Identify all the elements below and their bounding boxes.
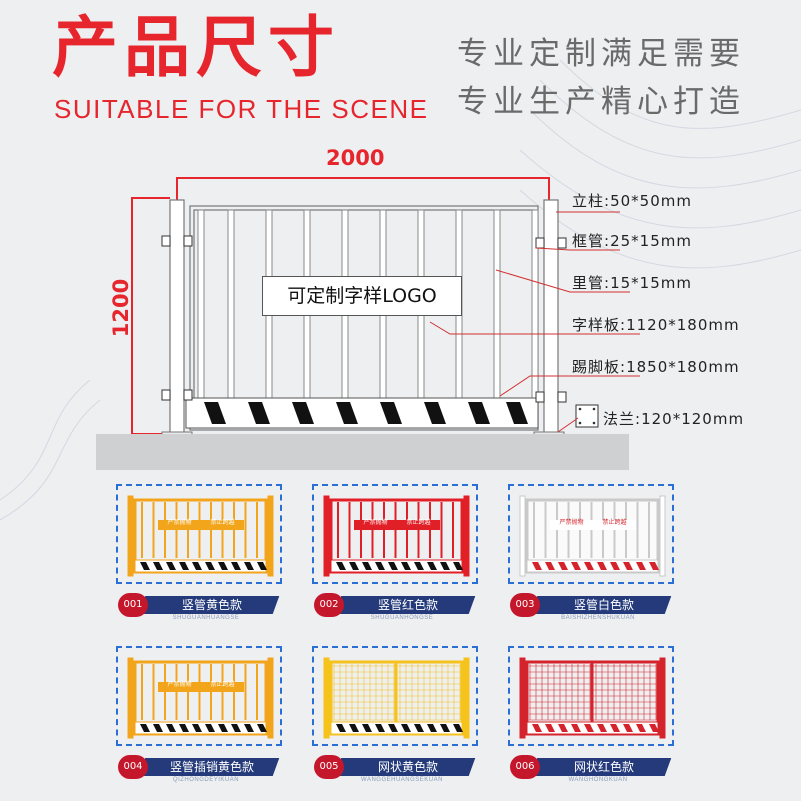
variant-fence-icon xyxy=(127,657,274,739)
ground-slab xyxy=(96,434,629,470)
variant-pinyin: SHUGUANHONGSE xyxy=(370,615,434,621)
variant-number-badge: 001 xyxy=(118,593,148,617)
variant-label: 竖管插销黄色款 xyxy=(169,760,254,774)
variant-sign-text: 严禁抛物 禁止跨越 xyxy=(158,680,244,690)
variant-pinyin: SHUGUANHUANGSE xyxy=(172,615,240,621)
variant-label: 竖管红色款 xyxy=(377,598,438,612)
variant-pinyin: QIZHONGDEYIKUAN xyxy=(172,777,240,783)
variant-sign-text-left: 严禁抛物 xyxy=(559,519,584,526)
variant-pinyin: WANGGEHUANGSEKUAN xyxy=(361,777,443,783)
variant-frame: 严禁抛物 禁止跨越 xyxy=(116,646,282,746)
spec-post: 立柱:50*50mm xyxy=(572,192,692,210)
variant-pinyin: BAISHIZHENSHUKUAN xyxy=(561,615,635,621)
variant-label: 网状黄色款 xyxy=(377,760,438,774)
variant-label-pill: 竖管插销黄色款 004 xyxy=(118,755,280,779)
spec-kickboard: 踢脚板:1850*180mm xyxy=(572,358,740,376)
variant-label: 网状红色款 xyxy=(573,760,634,774)
variant-frame xyxy=(508,646,674,746)
variant-fence-icon xyxy=(519,495,666,577)
variant-label: 竖管黄色款 xyxy=(181,598,242,612)
variant-frame: 严禁抛物 禁止跨越 xyxy=(116,484,282,584)
variant-sign-text-right: 禁止跨越 xyxy=(602,519,627,526)
fence-frame xyxy=(189,205,539,431)
logo-board: 可定制字样LOGO xyxy=(262,276,462,316)
slogan-line-2: 专业生产精心打造 xyxy=(457,84,745,120)
variant-label-pill: 竖管红色款 002 xyxy=(314,593,476,617)
variant-number-badge: 004 xyxy=(118,755,148,779)
variant-label-pill: 竖管白色款 003 xyxy=(510,593,672,617)
width-dimension-label: 2000 xyxy=(326,146,385,170)
variant-number-badge: 006 xyxy=(510,755,540,779)
spec-flange: 法兰:120*120mm xyxy=(603,410,745,428)
variant-fence-icon xyxy=(323,657,470,739)
variant-label: 竖管白色款 xyxy=(573,598,634,612)
flange-icon xyxy=(575,404,599,428)
right-post xyxy=(543,199,559,435)
spec-sign-board: 字样板:1120*180mm xyxy=(572,316,740,334)
height-dimension-label: 1200 xyxy=(109,278,134,338)
page-title: 产品尺寸 xyxy=(52,9,340,86)
variant-pinyin: WANGHONGKUAN xyxy=(568,777,628,783)
variant-sign-text-left: 严禁抛物 xyxy=(167,681,192,688)
variant-frame: 严禁抛物 禁止跨越 xyxy=(508,484,674,584)
variant-number-badge: 005 xyxy=(314,755,344,779)
variant-label-pill: 竖管黄色款 001 xyxy=(118,593,280,617)
width-dimension-line xyxy=(176,177,550,200)
variant-sign-text-left: 严禁抛物 xyxy=(363,519,388,526)
variant-sign-text-right: 禁止跨越 xyxy=(210,681,235,688)
variant-sign-text-right: 禁止跨越 xyxy=(406,519,431,526)
variant-fence-icon xyxy=(519,657,666,739)
variant-label-pill: 网状红色款 006 xyxy=(510,755,672,779)
variant-sign-text: 严禁抛物 禁止跨越 xyxy=(354,518,440,528)
spec-inner-tube: 里管:15*15mm xyxy=(572,274,692,292)
leader-lines xyxy=(429,211,640,433)
variant-number-badge: 002 xyxy=(314,593,344,617)
variant-sign-text-left: 严禁抛物 xyxy=(167,519,192,526)
slogan-line-1: 专业定制满足需要 xyxy=(457,36,745,72)
variant-frame xyxy=(312,646,478,746)
kickboard-stripes xyxy=(204,402,528,424)
left-post xyxy=(169,199,185,435)
variant-fence-icon xyxy=(127,495,274,577)
variant-number-badge: 003 xyxy=(510,593,540,617)
variant-sign-text: 严禁抛物 禁止跨越 xyxy=(158,518,244,528)
variant-fence-icon xyxy=(323,495,470,577)
variant-frame: 严禁抛物 禁止跨越 xyxy=(312,484,478,584)
page-subtitle-english: SUITABLE FOR THE SCENE xyxy=(54,94,429,124)
spec-frame-tube: 框管:25*15mm xyxy=(572,232,692,250)
variant-label-pill: 网状黄色款 005 xyxy=(314,755,476,779)
variant-sign-text: 严禁抛物 禁止跨越 xyxy=(550,518,636,528)
variant-sign-text-right: 禁止跨越 xyxy=(210,519,235,526)
